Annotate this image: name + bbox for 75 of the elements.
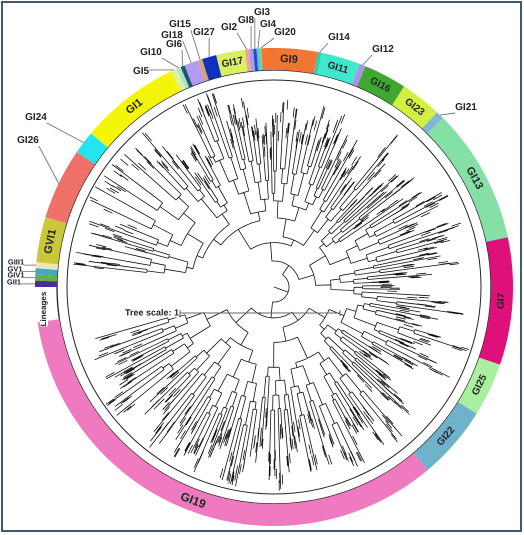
leader-line [190,30,201,60]
leader-line [208,38,210,58]
lineage-label: GI7 [496,292,508,310]
lineage-segment [479,237,513,365]
lineage-label: GI23 [402,96,426,118]
lineage-segment [216,50,248,76]
lineage-label: GI2 [220,23,238,33]
lineage-segment [76,133,108,164]
lineage-segment [262,48,318,74]
lineage-label: GI17 [220,55,244,70]
leader-line [161,58,180,68]
lineage-label: GI14 [328,33,350,43]
lineage-segment [458,358,500,414]
lineage-label: GI5 [132,67,150,77]
lineage-label: GI11 [326,60,350,76]
lineage-segment [244,49,252,72]
axis-label: Lineages [40,292,48,326]
leader-line [182,50,183,67]
lineage-segment [36,262,58,270]
leader-line [22,270,36,272]
leader-line [236,32,248,50]
lineage-segment [392,86,437,128]
lineage-segment [202,55,222,80]
lineage-label: GI10 [140,48,162,58]
lineage-segment [427,118,508,242]
leader-line [440,112,456,116]
lineage-segment [253,48,258,71]
leader-line [362,54,373,66]
lineage-label: GVI1 [42,228,59,256]
leader-line [254,18,256,50]
lineage-label: GI19 [178,489,208,512]
lineage-label: GI12 [372,45,394,55]
lineage-label: GI24 [25,113,47,123]
lineage-label: GI25 [470,373,490,398]
lineage-segment [317,52,360,84]
lineage-segment [198,59,209,82]
leader-line [24,264,36,266]
lineage-segment [352,64,366,87]
leader-line [319,42,329,53]
lineage-segment [413,402,477,470]
lineage-label: GI9 [280,52,298,66]
leader-line [258,30,260,49]
leader-line [250,26,252,50]
lineage-label: GI1 [124,96,146,117]
lineage-label: GI13 [463,164,486,192]
lineage-label: GI16 [368,75,392,96]
lineage-label: GI20 [274,28,296,38]
lineage-label: GI4 [260,20,276,30]
lineage-segment [176,67,190,89]
lineage-segment [36,217,66,264]
lineage-segment [35,268,58,276]
lineage-segment [249,48,256,72]
lineage-label: GI26 [17,136,39,146]
lineage-label: GI3 [254,8,270,18]
lineage-segment [35,274,58,282]
lineage-label: GI15 [169,20,191,30]
scale-label: Tree scale: 1 [124,308,180,318]
lineage-label: GI8 [238,16,254,26]
leader-line [182,40,192,64]
lineage-segment [184,60,206,86]
lineage-segment [314,52,322,74]
lineage-label: GI18 [161,31,183,41]
leader-line [38,146,60,184]
lineage-label: GI6 [166,40,182,50]
leader-line [46,122,84,143]
lineage-label: GI21 [455,103,477,113]
lineage-segment [171,68,186,92]
leader-line [20,283,36,284]
leader-line [260,38,275,49]
lineage-label: GI27 [193,28,215,38]
leader-line [24,277,36,278]
lineage-segment [45,152,95,224]
lineage-segment [180,65,193,88]
lineage-segment [256,48,261,71]
lineage-segment [259,48,263,70]
